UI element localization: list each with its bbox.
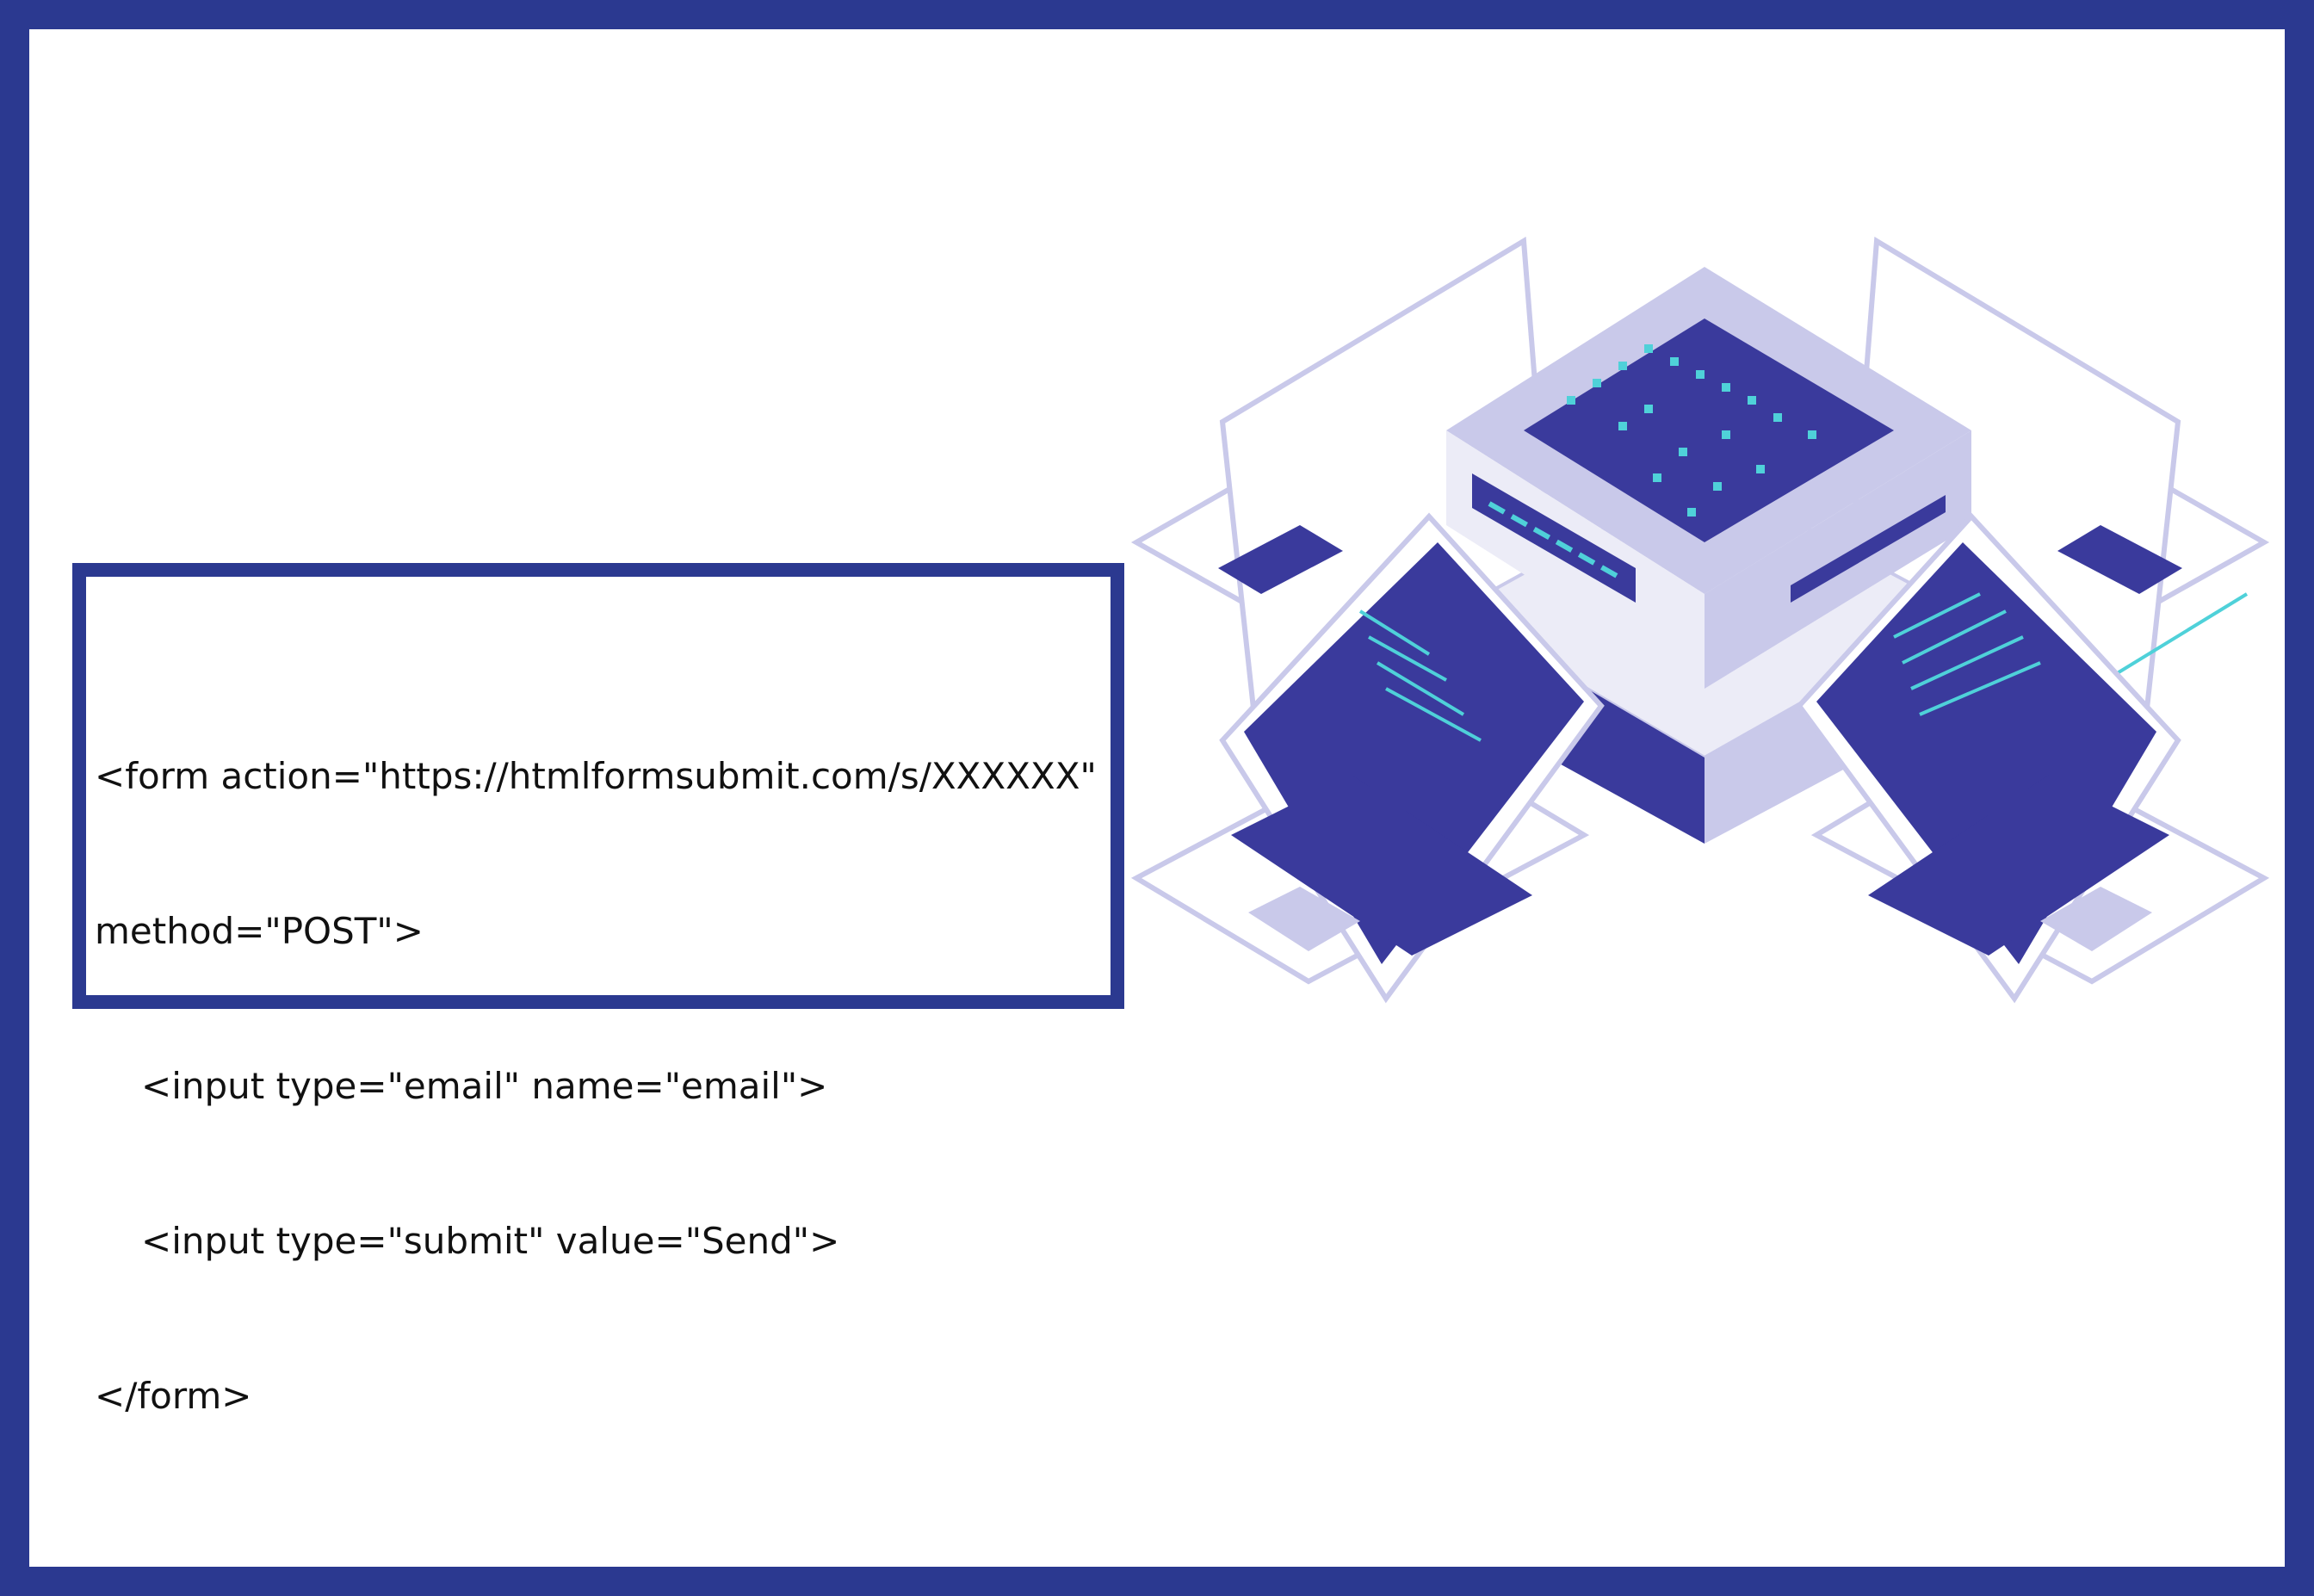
laptop-front-right-icon: [1796, 512, 2270, 1004]
code-snippet: <form action="https://htmlformsubmit.com…: [95, 647, 1119, 1474]
code-line: <form action="https://htmlformsubmit.com…: [95, 755, 1097, 797]
laptop-front-left-icon: [1130, 512, 1605, 1004]
code-line: method="POST">: [95, 910, 424, 952]
code-line: </form>: [95, 1375, 252, 1417]
code-line: <input type="email" name="email">: [141, 1065, 828, 1107]
server-network-laptops-icon: [1130, 236, 2270, 1004]
code-box: [72, 563, 1124, 1009]
code-line: <input type="submit" value="Send">: [141, 1220, 840, 1262]
